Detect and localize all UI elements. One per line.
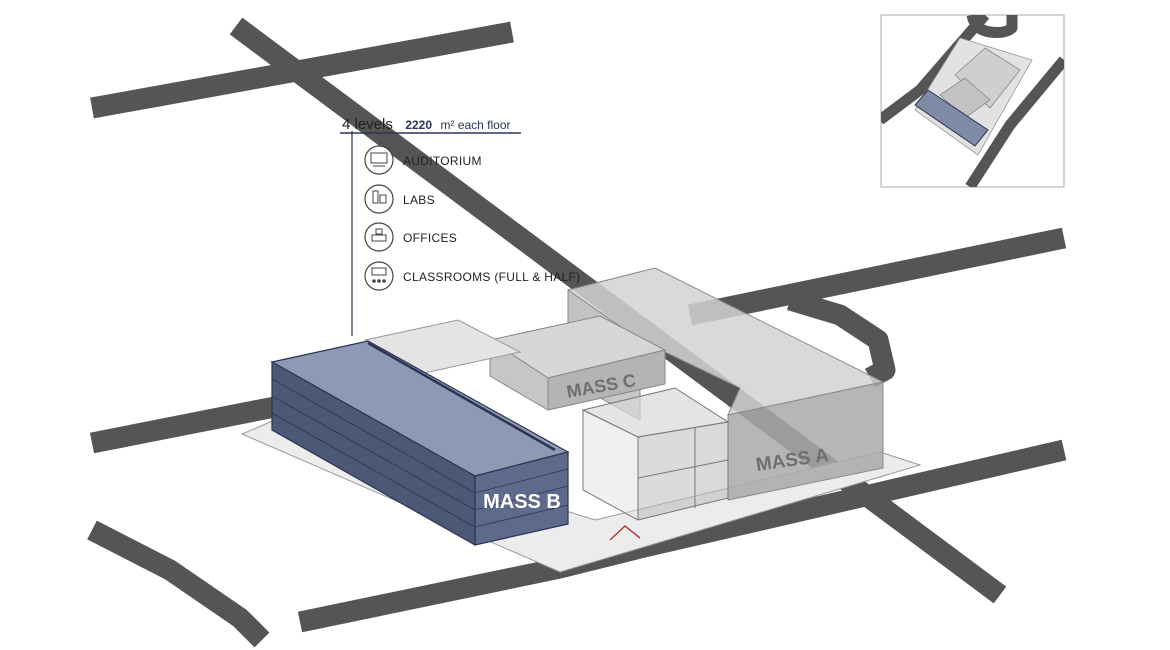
use-item-labs: LABS (364, 184, 435, 214)
program-callout: 4 levels 2220 m² each floor AUDITORIUM L… (340, 116, 580, 336)
use-item-auditorium: AUDITORIUM (364, 145, 482, 175)
road-southwest (87, 520, 270, 648)
road-east (687, 227, 1067, 326)
key-plan-road-loop (966, 15, 1018, 38)
key-plan-mass-b (914, 89, 989, 147)
mass-c-left (489, 339, 549, 411)
use-label: LABS (403, 193, 435, 207)
use-item-offices: OFFICES (364, 222, 457, 252)
area-value: 2220 (405, 118, 432, 132)
glass-volume-left (582, 409, 639, 521)
glass-volume (581, 387, 730, 521)
road-top-diagonal (90, 21, 514, 119)
use-label: CLASSROOMS (FULL & HALF) (403, 270, 580, 284)
use-item-classrooms: CLASSROOMS (FULL & HALF) (364, 261, 580, 291)
mass-b-label: MASS B (483, 491, 561, 513)
entrance-arrow-icon (609, 525, 641, 541)
desk-icon (364, 222, 394, 252)
lab-equipment-icon (364, 184, 394, 214)
mass-b-floor-lines (271, 378, 569, 528)
levels-count: 4 levels (342, 116, 393, 133)
road-east-curve (786, 289, 896, 388)
use-label: OFFICES (403, 231, 457, 245)
key-plan-inset (880, 14, 1065, 188)
levels-line: 4 levels 2220 m² each floor (342, 116, 511, 133)
stage-icon (364, 145, 394, 175)
classroom-icon (364, 261, 394, 291)
use-label: AUDITORIUM (403, 154, 482, 168)
key-plan-road (965, 56, 1064, 187)
mass-c (488, 315, 667, 411)
glass-mullion (637, 459, 729, 479)
mass-b (270, 340, 570, 547)
mass-b-roof-edge (367, 341, 556, 452)
area-unit: m² each floor (440, 118, 510, 132)
